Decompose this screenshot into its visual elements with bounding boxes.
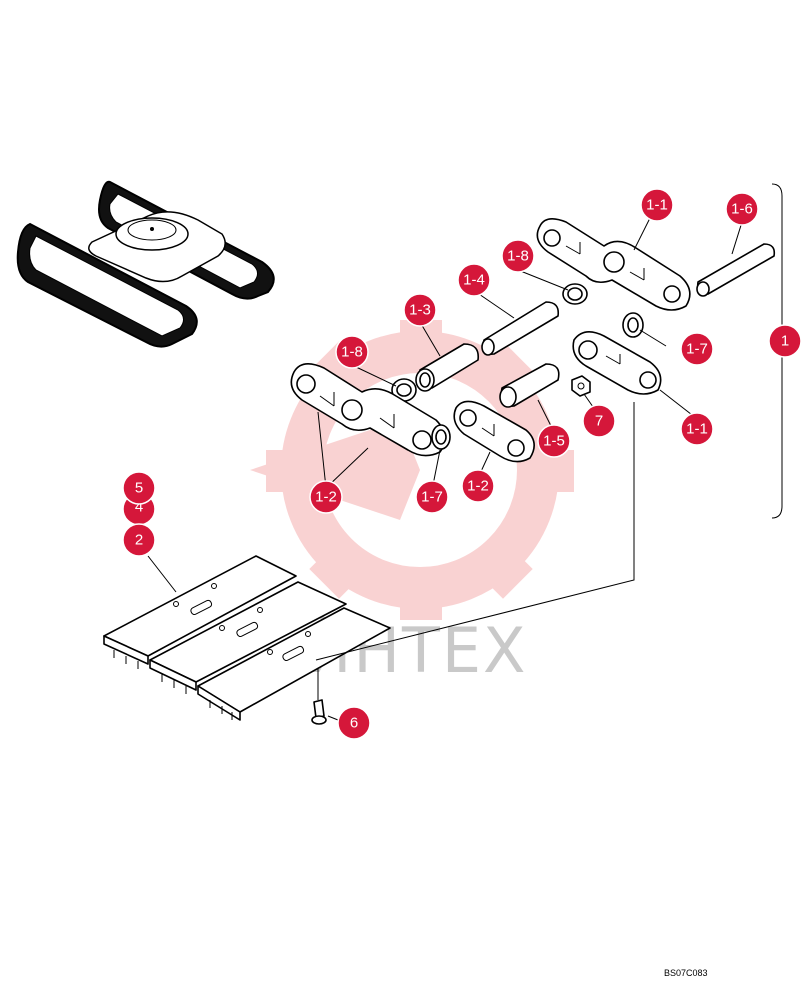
callout-6[interactable]: 6 <box>337 706 371 740</box>
callout-2[interactable]: 2 <box>122 523 156 557</box>
callout-1-7-upper[interactable]: 1-7 <box>680 332 714 366</box>
svg-text:1: 1 <box>781 333 789 350</box>
svg-text:1-7: 1-7 <box>686 341 708 358</box>
svg-text:1-4: 1-4 <box>463 272 485 289</box>
svg-text:1-8: 1-8 <box>507 248 529 265</box>
callout-1[interactable]: 1 <box>768 324 802 358</box>
svg-text:4: 4 <box>135 499 143 516</box>
callout-1-2-middle[interactable]: 1-2 <box>461 469 495 503</box>
svg-text:2: 2 <box>135 532 143 549</box>
callout-1-2-left[interactable]: 1-2 <box>309 480 343 514</box>
callout-1-6[interactable]: 1-6 <box>725 192 759 226</box>
watermark-gear-logo <box>250 320 574 620</box>
bushing-short <box>415 343 480 392</box>
callout-1-8-lower[interactable]: 1-8 <box>335 335 369 369</box>
bushing-long <box>481 301 560 356</box>
callout-5[interactable]: 5 <box>122 471 156 505</box>
spacer-lower-inner <box>435 429 447 445</box>
track-link-upper-right <box>536 218 691 311</box>
svg-text:1-8: 1-8 <box>341 344 363 361</box>
svg-text:1-2: 1-2 <box>467 478 489 495</box>
nut <box>571 375 591 397</box>
svg-text:1-6: 1-6 <box>731 201 753 218</box>
track-link-lower-right <box>572 331 662 395</box>
svg-text:1-1: 1-1 <box>686 421 708 438</box>
svg-text:6: 6 <box>350 715 358 732</box>
track-bolt <box>311 699 327 725</box>
callout-1-8-upper[interactable]: 1-8 <box>501 239 535 273</box>
callout-1-3[interactable]: 1-3 <box>403 293 437 327</box>
svg-text:7: 7 <box>595 413 603 430</box>
callout-1-4[interactable]: 1-4 <box>457 263 491 297</box>
bushing-medium <box>499 363 560 408</box>
svg-text:1-1: 1-1 <box>646 197 668 214</box>
drawing-code: BS07C083 <box>664 968 708 978</box>
callout-1-7-lower[interactable]: 1-7 <box>415 480 449 514</box>
svg-text:1-2: 1-2 <box>315 489 337 506</box>
track-shoes <box>103 555 391 721</box>
track-link-middle <box>453 400 535 463</box>
svg-text:5: 5 <box>135 480 143 497</box>
callout-1-1-lower[interactable]: 1-1 <box>680 412 714 446</box>
seal-lower-inner <box>396 383 412 397</box>
leader-lines <box>147 183 791 721</box>
svg-text:1-7: 1-7 <box>421 489 443 506</box>
svg-text:1-5: 1-5 <box>543 433 565 450</box>
seal-upper-inner <box>567 287 583 301</box>
callout-1-5[interactable]: 1-5 <box>537 424 571 458</box>
svg-text:1-3: 1-3 <box>409 302 431 319</box>
spacer-upper-inner <box>627 317 639 333</box>
callout-7[interactable]: 7 <box>582 404 616 438</box>
track-link-left <box>290 363 446 457</box>
track-pin <box>696 243 776 297</box>
callout-1-1-upper[interactable]: 1-1 <box>640 188 674 222</box>
undercarriage-thumbnail <box>16 180 275 348</box>
